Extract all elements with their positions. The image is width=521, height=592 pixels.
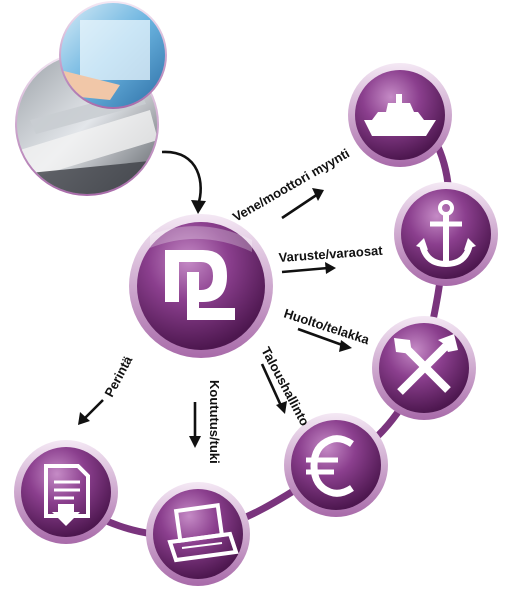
arrow-boat-sales [281,188,324,220]
label-training: Koututus/tuki [207,380,222,464]
label-financial: Taloushallinto [258,344,312,428]
euro-circle [284,413,388,517]
label-equipment: Varuste/varaosat [278,243,384,265]
label-collection: Perintä [101,353,135,400]
arrow-service [297,327,352,352]
euro-icon [306,435,354,497]
laptop-icon [167,502,239,563]
anchor-icon [416,200,476,268]
boat-icon [364,94,436,136]
document-icon [44,464,90,526]
tools-icon [394,334,458,395]
arrow-collection [78,399,104,425]
arrow-financial [260,363,287,414]
photo-circle-top [59,1,167,109]
dl-logo [129,214,273,358]
boat-circle [348,63,452,167]
anchor-circle [394,182,498,286]
tools-circle [372,316,476,420]
document-circle [14,440,118,544]
arrow-photo-to-logo [161,150,202,206]
arrow-equipment [281,262,336,274]
laptop-circle [146,482,250,586]
arrow-training [189,402,201,448]
label-service: Huolto/telakka [282,306,372,348]
arrow-head [191,200,206,214]
